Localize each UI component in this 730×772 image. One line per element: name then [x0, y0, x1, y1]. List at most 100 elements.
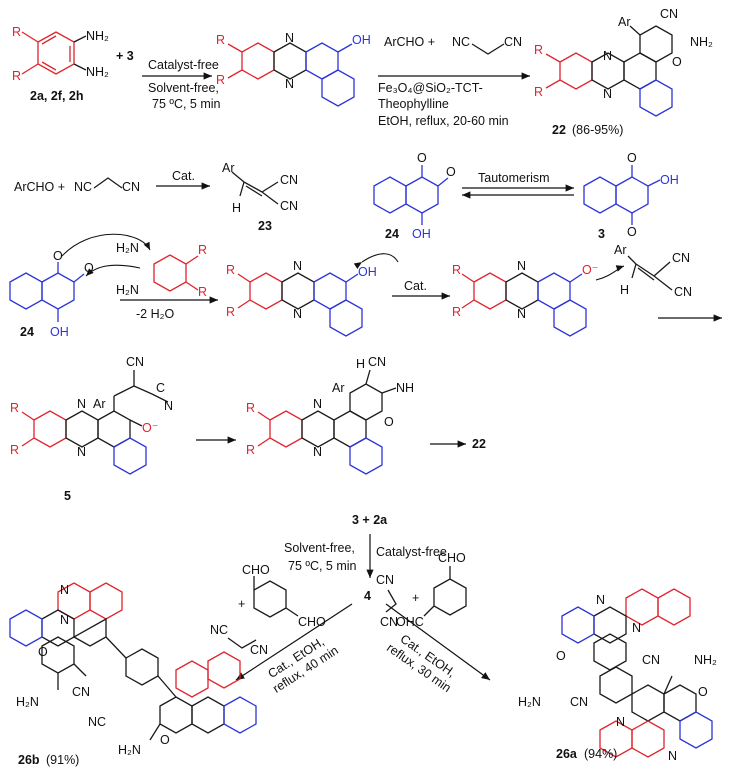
ar-label: Ar [93, 397, 106, 411]
h2n-label: H₂N [116, 241, 139, 255]
curved-arrow [353, 253, 399, 270]
catalyst-text: Cat. [404, 279, 427, 293]
ar-label: Ar [332, 381, 345, 395]
cn-label: CN [674, 285, 692, 299]
r-label: R [452, 305, 461, 319]
product-26a-label: 26a [556, 747, 578, 761]
reagents-text: ArCHO + [14, 180, 65, 194]
nc-label: NC [452, 35, 470, 49]
cn-label: CN [376, 573, 394, 587]
n-label: N [60, 583, 69, 597]
condition-text: Solvent-free, [284, 541, 355, 555]
cn-label: CN [642, 653, 660, 667]
naphthoquinone-24 [9, 262, 85, 322]
condition-text: -2 H₂O [136, 307, 174, 321]
o-label: O [384, 415, 394, 429]
cn-label: CN [126, 355, 144, 369]
nh2-label: NH₂ [694, 653, 717, 667]
left-arrow-conditions: Cat., EtOH, reflux, 40 min [265, 634, 340, 695]
r-label: R [226, 263, 235, 277]
o-label: O [627, 151, 637, 165]
r-label: R [216, 33, 225, 47]
n-label: N [517, 259, 526, 273]
nh2-label: NH₂ [690, 35, 713, 49]
cn-label: CN [280, 199, 298, 213]
nc-label: NC [74, 180, 92, 194]
cn-label: CN [368, 355, 386, 369]
o-label: O [627, 225, 637, 239]
o-minus-label: O⁻ [142, 421, 158, 435]
plus-sign: + [238, 597, 245, 611]
tautomerism-text: Tautomerism [478, 171, 550, 185]
o-label: O [38, 645, 48, 659]
h-label: H [356, 357, 365, 371]
condition-text: EtOH, reflux, 20-60 min [378, 114, 509, 128]
terephthalaldehyde [423, 566, 467, 617]
r-label: R [534, 43, 543, 57]
hydroxynaphthoquinone-3 [583, 165, 661, 225]
n-label: N [77, 445, 86, 459]
oh-label: OH [352, 33, 371, 47]
benzophenazinol-intermediate [237, 272, 363, 337]
h2n-label: H₂N [116, 283, 139, 297]
product-26b-yield: (91%) [46, 753, 79, 767]
catalyst-text: Cat. [172, 169, 195, 183]
compound-4-label: 4 [364, 589, 371, 603]
cyclized-intermediate [257, 369, 397, 475]
oh-label: OH [660, 173, 679, 187]
o-label: O [84, 261, 94, 275]
plus-sign: + [412, 591, 419, 605]
starting-materials-text: 3 + 2a [352, 513, 388, 527]
product-26a-yield: (94%) [584, 747, 617, 761]
compound-3-label: 3 [598, 227, 605, 241]
n-label: N [285, 31, 294, 45]
c-label: C [156, 381, 165, 395]
isophthalaldehyde [253, 576, 299, 618]
malononitrile-bond [385, 589, 397, 613]
r-label: R [452, 263, 461, 277]
r-label: R [246, 443, 255, 457]
condition-text: 75 ºC, 5 min [288, 559, 357, 573]
product-22-label: 22 [472, 437, 486, 451]
phenoxide-intermediate [461, 272, 587, 337]
condition-text: Theophylline [378, 97, 449, 111]
pyranophenazine-product-22 [545, 25, 673, 117]
cn-label: CN [72, 685, 90, 699]
condition-text: ArCHO + [384, 35, 435, 49]
cho-label: CHO [298, 615, 326, 629]
h-label: H [232, 201, 241, 215]
cn-label: CN [122, 180, 140, 194]
condition-text: Solvent-free, [148, 81, 219, 95]
r-label: R [198, 285, 207, 299]
r-label: R [12, 25, 21, 39]
oh-label: OH [50, 325, 69, 339]
n-label: N [596, 593, 605, 607]
reaction-arrow [385, 603, 491, 681]
malononitrile-bond [227, 637, 257, 649]
cn-label: CN [570, 695, 588, 709]
n-label: N [60, 613, 69, 627]
compound-5-label: 5 [64, 489, 71, 503]
o-label: O [556, 649, 566, 663]
product-22-label: 22 [552, 123, 566, 137]
arylidene-malononitrile-23 [231, 171, 279, 205]
nh2-label: NH₂ [86, 65, 109, 79]
arylidene-acceptor [627, 255, 673, 291]
cn-label: CN [504, 35, 522, 49]
malononitrile-bond [93, 177, 123, 189]
curved-attack-arrow [61, 233, 151, 257]
h-label: H [620, 283, 629, 297]
cn-label: CN [250, 643, 268, 657]
n-label: N [285, 77, 294, 91]
n-label: N [164, 399, 173, 413]
n-label: N [603, 87, 612, 101]
cho-label: CHO [242, 563, 270, 577]
r-label: R [198, 243, 207, 257]
condition-text: 75 ºC, 5 min [152, 97, 221, 111]
condition-text: Catalyst-free [376, 545, 447, 559]
n-label: N [668, 749, 677, 763]
bis-pyranophenazine-26b [9, 582, 257, 741]
product-22-yield: (86-95%) [572, 123, 623, 137]
